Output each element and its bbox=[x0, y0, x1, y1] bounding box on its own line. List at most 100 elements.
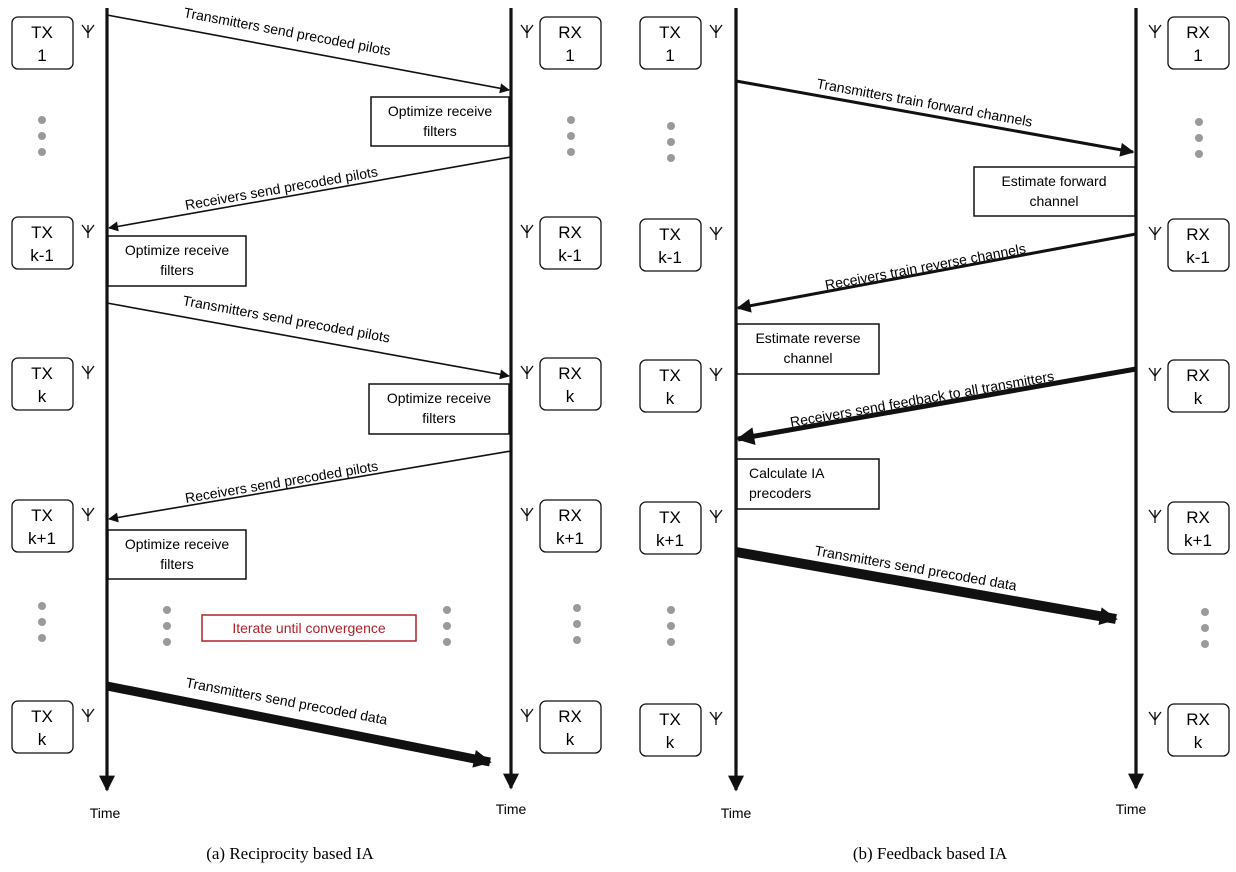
svg-text:RX: RX bbox=[1186, 508, 1210, 527]
svg-text:Calculate IA: Calculate IA bbox=[749, 465, 825, 481]
time-label-rx: Time bbox=[1116, 801, 1147, 817]
message-arrow bbox=[106, 14, 510, 94]
message-arrow bbox=[106, 302, 510, 380]
antenna-icon bbox=[520, 708, 534, 723]
svg-text:k+1: k+1 bbox=[28, 529, 56, 548]
antenna-icon bbox=[709, 711, 723, 726]
antenna-icon bbox=[81, 224, 95, 239]
time-label-tx: Time bbox=[721, 805, 752, 821]
tx-node: TX 1 bbox=[639, 16, 702, 70]
svg-text:RX: RX bbox=[558, 223, 582, 242]
svg-text:TX: TX bbox=[31, 364, 53, 383]
svg-text:k-1: k-1 bbox=[30, 246, 54, 265]
rx-node: RX 1 bbox=[539, 16, 602, 70]
svg-text:Estimate reverse: Estimate reverse bbox=[755, 330, 860, 346]
svg-text:k+1: k+1 bbox=[1184, 531, 1212, 550]
process-box: Calculate IA precoders bbox=[736, 458, 880, 510]
message-label: Receivers send precoded pilots bbox=[184, 458, 379, 506]
svg-text:k-1: k-1 bbox=[1186, 248, 1210, 267]
antenna-icon bbox=[81, 24, 95, 39]
svg-text:RX: RX bbox=[558, 707, 582, 726]
process-box: Optimize receive filters bbox=[107, 235, 247, 287]
process-box: Optimize receive filters bbox=[107, 529, 247, 580]
panel-a: Time Time TX 1 TX k-1 TX k TX k+1 TX bbox=[11, 4, 602, 863]
svg-text:Optimize receive: Optimize receive bbox=[388, 103, 492, 119]
svg-text:k: k bbox=[566, 730, 575, 749]
process-box: Estimate forward channel bbox=[973, 166, 1136, 217]
tx-node: TX k bbox=[639, 703, 702, 757]
svg-text:1: 1 bbox=[665, 46, 674, 65]
process-box: Optimize receive filters bbox=[370, 96, 510, 147]
tx-node: TX k-1 bbox=[11, 216, 74, 270]
process-box: Estimate reverse channel bbox=[736, 323, 880, 375]
tx-node: TX k+1 bbox=[11, 499, 74, 553]
svg-text:1: 1 bbox=[1193, 46, 1202, 65]
vertical-ellipsis-icon bbox=[1201, 608, 1209, 648]
svg-text:TX: TX bbox=[31, 506, 53, 525]
svg-text:k-1: k-1 bbox=[658, 248, 682, 267]
antenna-icon bbox=[1148, 24, 1162, 39]
message-label: Receivers send feedback to all transmitt… bbox=[789, 368, 1055, 430]
rx-node: RX k bbox=[1167, 359, 1230, 413]
svg-text:Optimize receive: Optimize receive bbox=[387, 390, 491, 406]
svg-text:filters: filters bbox=[422, 410, 455, 426]
svg-text:TX: TX bbox=[31, 223, 53, 242]
svg-text:RX: RX bbox=[558, 23, 582, 42]
vertical-ellipsis-icon bbox=[443, 606, 451, 646]
antenna-icon bbox=[520, 365, 534, 380]
message-arrow bbox=[106, 681, 492, 768]
svg-text:k-1: k-1 bbox=[558, 246, 582, 265]
svg-text:Estimate forward: Estimate forward bbox=[1001, 173, 1106, 189]
svg-text:k: k bbox=[666, 733, 675, 752]
svg-text:Optimize receive: Optimize receive bbox=[125, 242, 229, 258]
antenna-icon bbox=[81, 507, 95, 522]
antenna-icon bbox=[709, 226, 723, 241]
time-label-rx: Time bbox=[496, 801, 527, 817]
svg-text:k: k bbox=[38, 387, 47, 406]
svg-text:TX: TX bbox=[31, 23, 53, 42]
message-arrow bbox=[108, 156, 512, 232]
message-label: Receivers send precoded pilots bbox=[184, 163, 379, 213]
antenna-icon bbox=[81, 708, 95, 723]
svg-text:channel: channel bbox=[783, 350, 832, 366]
svg-text:k+1: k+1 bbox=[656, 531, 684, 550]
rx-node: RX k-1 bbox=[539, 216, 602, 270]
antenna-icon bbox=[1148, 509, 1162, 524]
svg-text:RX: RX bbox=[558, 364, 582, 383]
message-label: Transmitters send precoded pilots bbox=[181, 292, 391, 345]
vertical-ellipsis-icon bbox=[38, 116, 46, 156]
svg-text:TX: TX bbox=[659, 366, 681, 385]
antenna-icon bbox=[1148, 226, 1162, 241]
svg-text:1: 1 bbox=[565, 46, 574, 65]
message-label: Transmitters send precoded pilots bbox=[182, 4, 392, 58]
tx-node: TX k bbox=[11, 700, 74, 754]
svg-text:k: k bbox=[38, 730, 47, 749]
svg-text:TX: TX bbox=[659, 508, 681, 527]
antenna-icon bbox=[520, 24, 534, 39]
antenna-icon bbox=[520, 224, 534, 239]
svg-text:RX: RX bbox=[1186, 225, 1210, 244]
antenna-icon bbox=[709, 24, 723, 39]
vertical-ellipsis-icon bbox=[1195, 118, 1203, 158]
rx-node: RX k bbox=[539, 700, 602, 754]
svg-text:RX: RX bbox=[1186, 366, 1210, 385]
vertical-ellipsis-icon bbox=[567, 116, 575, 156]
vertical-ellipsis-icon bbox=[667, 122, 675, 162]
tx-node: TX k-1 bbox=[639, 218, 702, 272]
message-arrow bbox=[108, 450, 512, 523]
antenna-icon bbox=[520, 507, 534, 522]
process-box: Optimize receive filters bbox=[368, 383, 510, 435]
svg-text:Iterate until convergence: Iterate until convergence bbox=[232, 620, 386, 636]
vertical-ellipsis-icon bbox=[667, 606, 675, 646]
antenna-icon bbox=[1148, 711, 1162, 726]
panel-b: Time Time TX 1 TX k-1 TX k TX k+1 TX bbox=[639, 8, 1230, 863]
rx-node: RX k+1 bbox=[539, 499, 602, 553]
message-arrow bbox=[735, 547, 1118, 626]
vertical-ellipsis-icon bbox=[163, 606, 171, 646]
caption-a: (a) Reciprocity based IA bbox=[206, 844, 374, 863]
svg-text:RX: RX bbox=[558, 506, 582, 525]
svg-text:TX: TX bbox=[659, 710, 681, 729]
message-label: Receivers train reverse channels bbox=[824, 240, 1027, 293]
svg-text:filters: filters bbox=[160, 556, 193, 572]
svg-text:precoders: precoders bbox=[749, 485, 811, 501]
